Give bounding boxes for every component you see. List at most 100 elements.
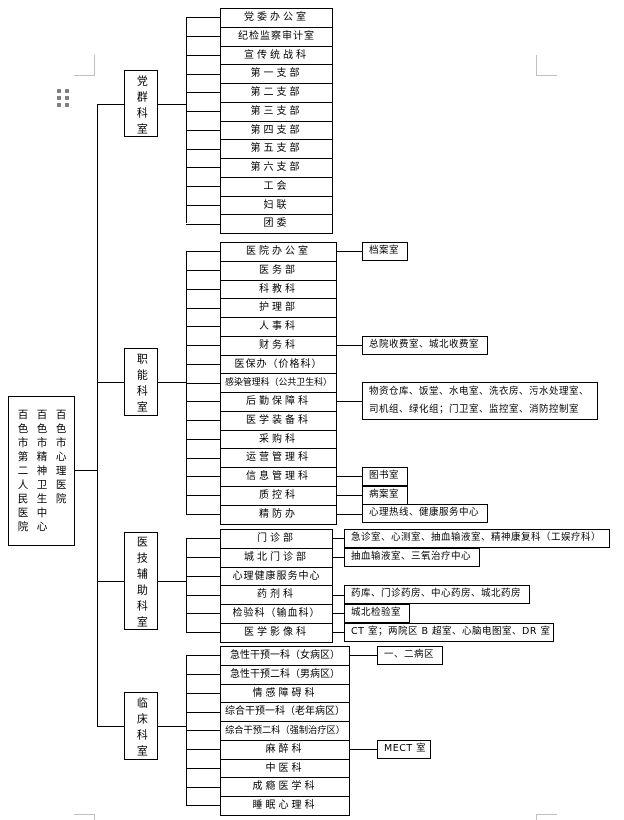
sub-unit-box[interactable]: CT 室；两院区 B 超室、心脑电图室、DR 室 xyxy=(344,623,554,642)
dept-box[interactable]: 中医科 xyxy=(220,759,350,779)
connector-line xyxy=(186,289,220,290)
sub-unit-box[interactable]: 总院收费室、城北收费室 xyxy=(362,336,488,355)
dept-box[interactable]: 第三支部 xyxy=(220,102,333,122)
dept-box[interactable]: 成瘾医学科 xyxy=(220,777,350,797)
dept-box[interactable]: 第五支部 xyxy=(220,139,333,159)
sub-unit-box[interactable]: 急诊室、心测室、抽血输液室、精神康复科（工娱疗科） xyxy=(344,529,610,548)
sub-unit-box[interactable]: 物资仓库、饭堂、水电室、洗衣房、污水处理室、司机组、绿化组；门卫室、监控室、消防… xyxy=(362,382,598,420)
connector-line xyxy=(186,55,220,56)
dept-box[interactable]: 心理健康服务中心 xyxy=(220,567,333,587)
connector-line xyxy=(350,749,377,750)
dept-box[interactable]: 情感障碍科 xyxy=(220,684,350,704)
sub-unit-box[interactable]: 一、二病区 xyxy=(377,646,443,665)
dept-box[interactable]: 第二支部 xyxy=(220,83,333,103)
dept-box[interactable]: 质控科 xyxy=(220,486,337,506)
connector-line xyxy=(186,251,220,252)
drag-handle-icon[interactable] xyxy=(57,89,70,108)
connector-line xyxy=(186,439,220,440)
sub-unit-box[interactable]: 病案室 xyxy=(362,486,408,505)
connector-line xyxy=(186,514,220,515)
connector-line xyxy=(186,787,220,788)
category-box-party-mass-depts[interactable]: 党群科室 xyxy=(124,70,158,139)
dept-box[interactable]: 后勤保障科 xyxy=(220,392,337,412)
dept-box[interactable]: 药剂科 xyxy=(220,585,333,605)
text-boundary-mark-top-right-v xyxy=(536,55,537,75)
dept-box[interactable]: 纪检监察审计室 xyxy=(220,27,333,47)
dept-box[interactable]: 妇联 xyxy=(220,196,333,216)
dept-box[interactable]: 医院办公室 xyxy=(220,242,337,262)
sub-unit-box[interactable]: 城北检验室 xyxy=(344,604,410,623)
dept-box[interactable]: 第一支部 xyxy=(220,64,333,84)
connector-line xyxy=(333,632,344,633)
text-boundary-mark-top-left-v xyxy=(94,55,95,75)
connector-line xyxy=(337,476,362,477)
sub-unit-box[interactable]: 药库、门诊药房、中心药房、城北药房 xyxy=(344,585,530,604)
dept-box[interactable]: 急性干预一科（女病区） xyxy=(220,646,350,666)
dept-box[interactable]: 团委 xyxy=(220,214,333,234)
dept-box[interactable]: 城北门诊部 xyxy=(220,548,333,568)
connector-line xyxy=(97,104,124,105)
connector-line xyxy=(186,74,220,75)
dept-box[interactable]: 医学装备科 xyxy=(220,411,337,431)
connector-line xyxy=(158,104,186,105)
dept-box[interactable]: 宣传统战科 xyxy=(220,46,333,66)
connector-line xyxy=(186,17,220,18)
sub-unit-box[interactable]: MECT 室 xyxy=(377,740,431,759)
dept-box[interactable]: 感染管理科（公共卫生科） xyxy=(220,373,337,393)
connector-line xyxy=(97,726,124,727)
connector-line xyxy=(186,730,220,731)
dept-box[interactable]: 医务部 xyxy=(220,261,337,281)
dept-box[interactable]: 工会 xyxy=(220,177,333,197)
connector-line xyxy=(186,538,187,632)
connector-line xyxy=(75,470,97,471)
dept-box[interactable]: 麻醉科 xyxy=(220,740,350,760)
dept-box[interactable]: 急性干预二科（男病区） xyxy=(220,665,350,685)
dept-box[interactable]: 护理部 xyxy=(220,298,337,318)
connector-line xyxy=(186,130,220,131)
dept-box[interactable]: 精防办 xyxy=(220,505,337,525)
connector-line xyxy=(186,364,220,365)
connector-line xyxy=(333,538,344,539)
dept-box[interactable]: 科教科 xyxy=(220,280,337,300)
connector-line xyxy=(186,674,220,675)
connector-line xyxy=(186,805,220,806)
dept-box[interactable]: 综合干预二科（强制治疗区） xyxy=(220,721,350,741)
sub-unit-box[interactable]: 档案室 xyxy=(362,242,408,261)
connector-line xyxy=(97,382,124,383)
dept-box[interactable]: 医保办（价格科） xyxy=(220,355,337,375)
dept-box[interactable]: 门诊部 xyxy=(220,529,333,549)
category-box-clinical-depts[interactable]: 临床科室 xyxy=(124,692,158,761)
connector-line xyxy=(186,149,220,150)
dept-box[interactable]: 医学影像科 xyxy=(220,623,333,643)
sub-unit-label-line: 司机组、绿化组；门卫室、监控室、消防控制室 xyxy=(369,404,580,415)
dept-box[interactable]: 综合干预一科（老年病区） xyxy=(220,702,350,722)
dept-box[interactable]: 党委办公室 xyxy=(220,8,333,28)
dept-box[interactable]: 信息管理科 xyxy=(220,467,337,487)
category-box-medtech-aux-depts[interactable]: 医技辅助科室 xyxy=(124,532,158,632)
sub-unit-box[interactable]: 图书室 xyxy=(362,467,408,486)
sub-unit-box[interactable]: 心理热线、健康服务中心 xyxy=(362,504,488,523)
dept-box[interactable]: 睡眠心理科 xyxy=(220,796,350,816)
connector-line xyxy=(337,514,362,515)
connector-line xyxy=(158,726,186,727)
dept-box[interactable]: 人事科 xyxy=(220,317,337,337)
dept-box[interactable]: 第六支部 xyxy=(220,158,333,178)
sub-unit-box[interactable]: 抽血输液室、三氧治疗中心 xyxy=(344,548,480,567)
connector-line xyxy=(186,595,220,596)
dept-box[interactable]: 第四支部 xyxy=(220,121,333,141)
connector-line xyxy=(350,655,377,656)
connector-line xyxy=(186,613,220,614)
dept-box[interactable]: 财务科 xyxy=(220,336,337,356)
connector-line xyxy=(186,557,220,558)
connector-line xyxy=(186,308,220,309)
connector-line xyxy=(186,345,220,346)
dept-box[interactable]: 检验科（输血科） xyxy=(220,604,333,624)
root-org-box[interactable]: 百色市第二人民医院百色市精神卫生中心百色市心理医院 xyxy=(8,396,75,546)
connector-line xyxy=(186,576,220,577)
dept-box[interactable]: 运营管理科 xyxy=(220,448,337,468)
connector-line xyxy=(97,104,98,727)
dept-box[interactable]: 采购科 xyxy=(220,430,337,450)
text-boundary-mark-bottom-right-h xyxy=(536,814,557,815)
connector-line xyxy=(186,224,220,225)
category-box-functional-depts[interactable]: 职能科室 xyxy=(124,348,158,417)
